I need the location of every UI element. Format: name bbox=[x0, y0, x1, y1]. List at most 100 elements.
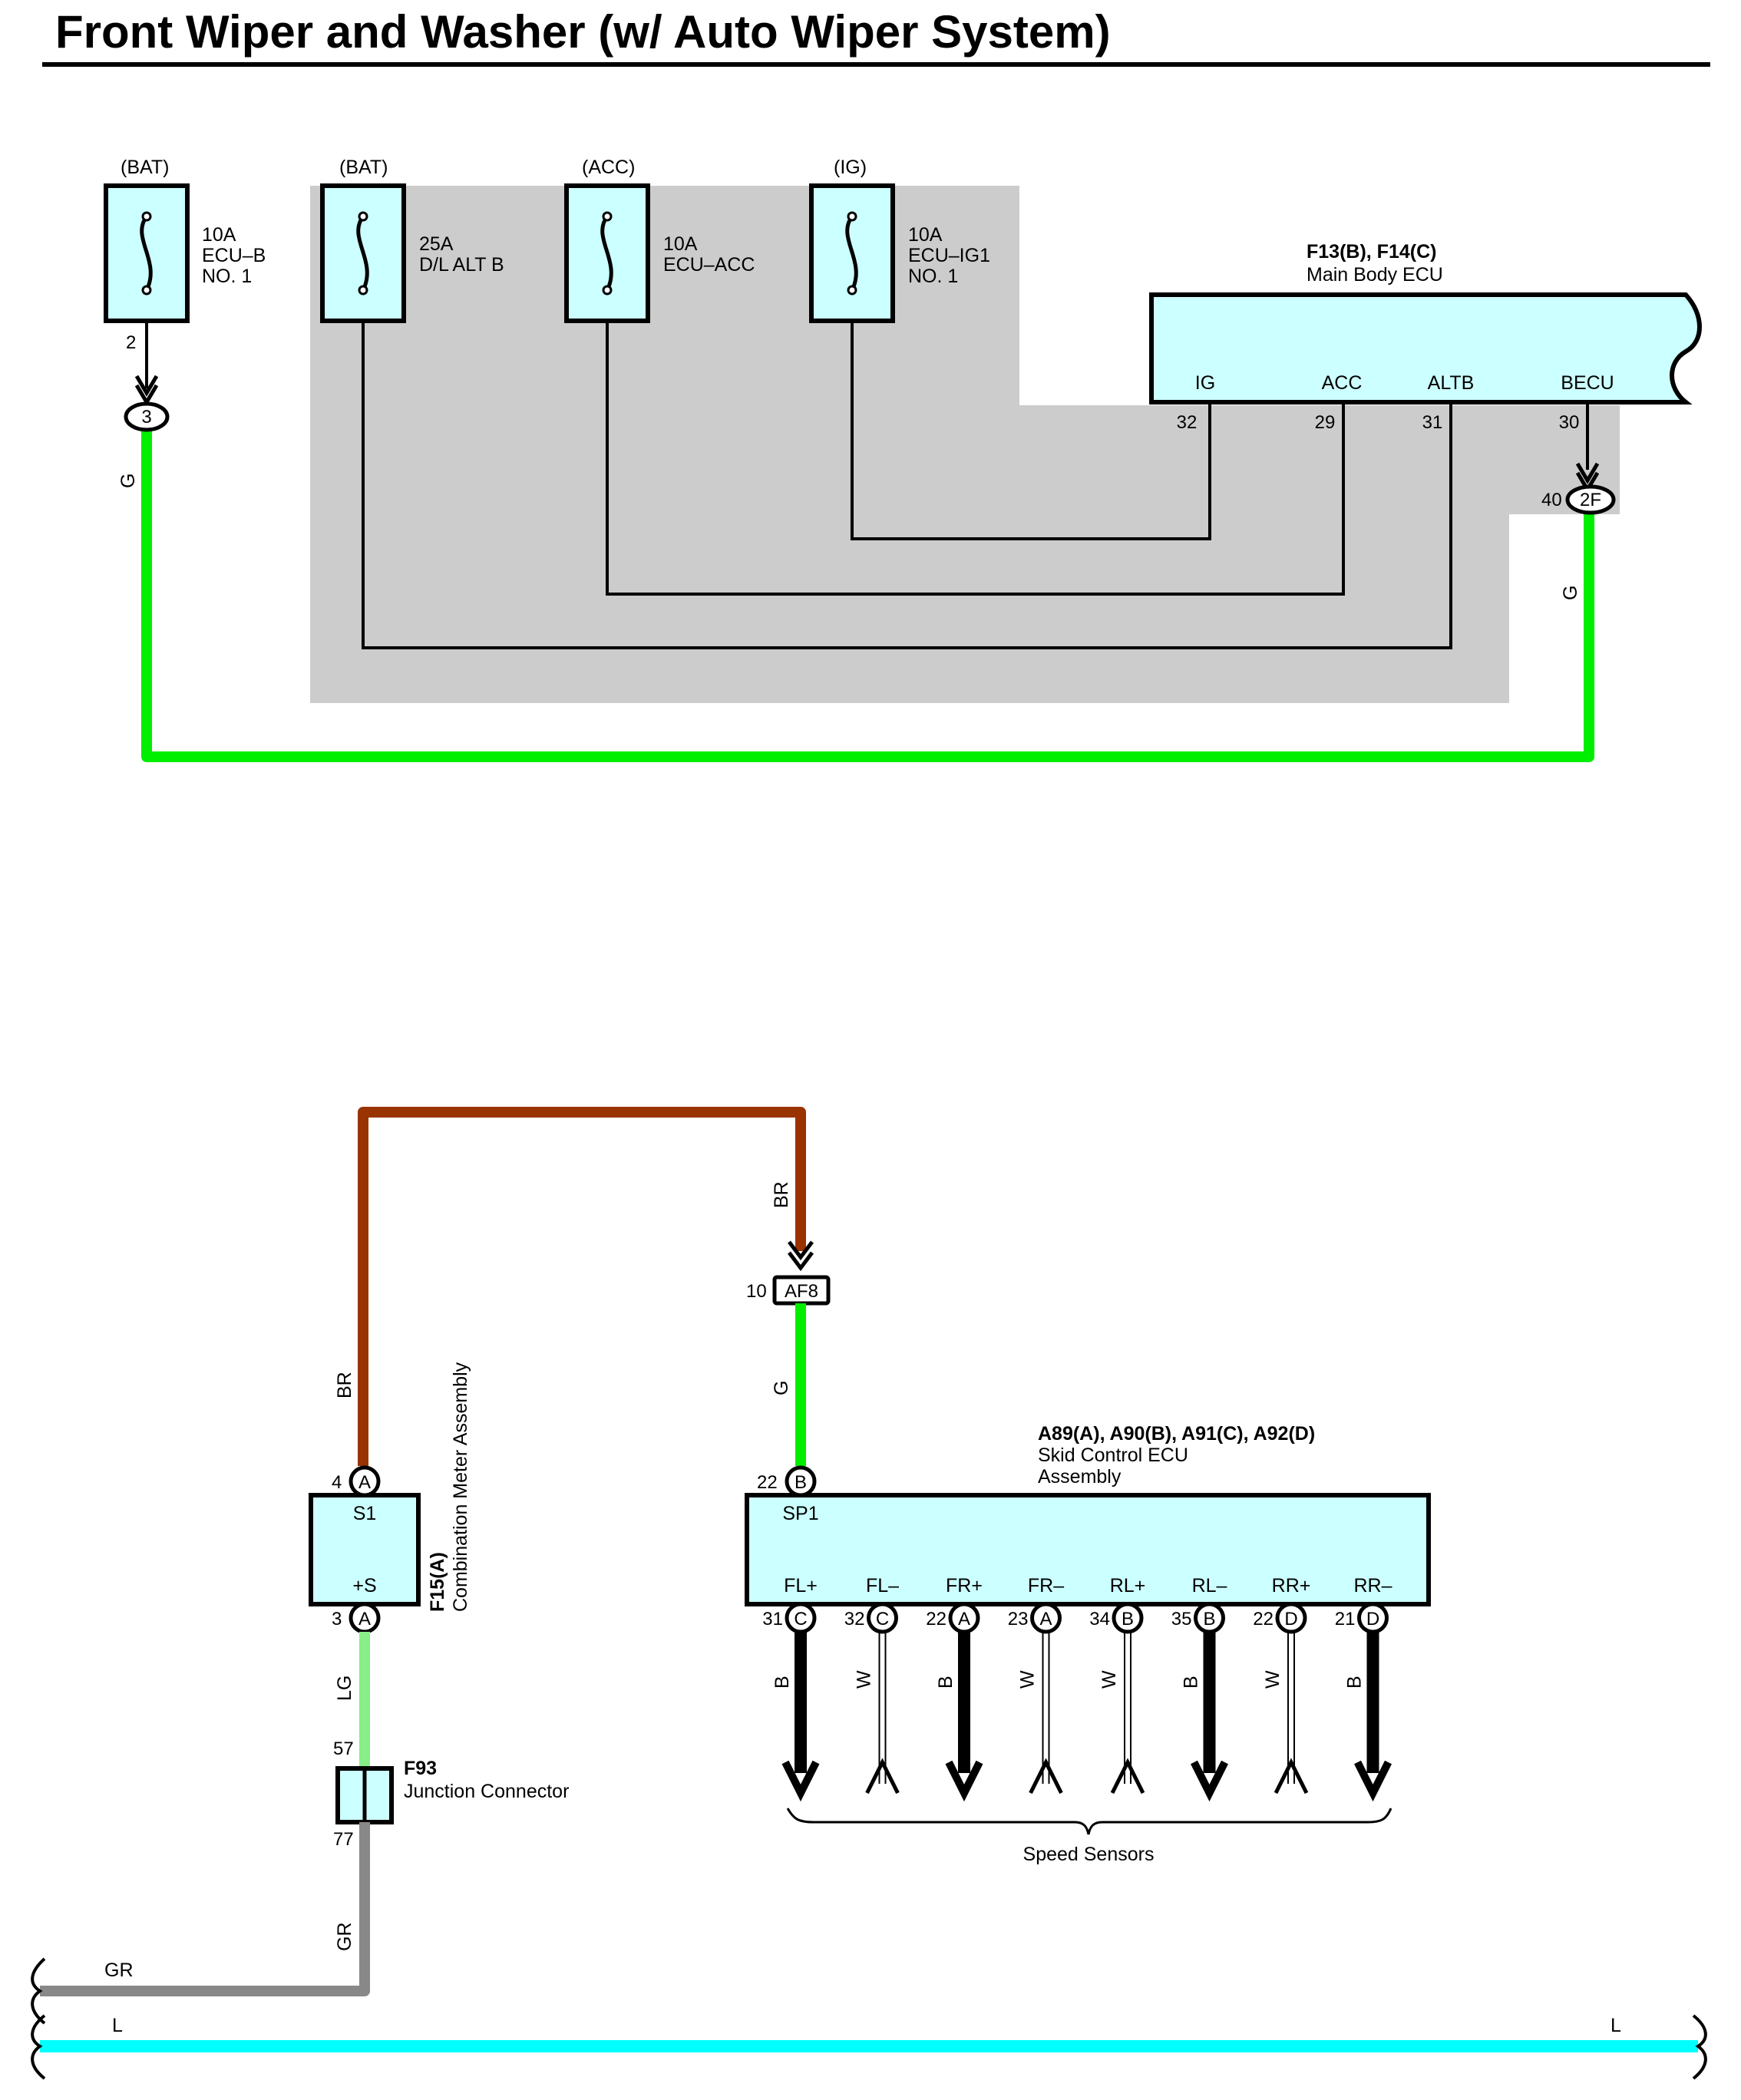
skid-control-ecu: A89(A), A90(B), A91(C), A92(D) Skid Cont… bbox=[745, 1423, 1431, 1606]
fuse-1-name-2: NO. 1 bbox=[202, 266, 252, 287]
connector-af8-arrow-icon bbox=[788, 1240, 814, 1272]
fuse-ecu-acc: (ACC) 10A ECU–ACC bbox=[564, 157, 755, 323]
connector-2f-label: 2F bbox=[1580, 490, 1601, 510]
skid-terminal-rr-minus: RR– bbox=[1353, 1575, 1392, 1596]
skid-conn-letter-rl-minus: B bbox=[1203, 1609, 1215, 1629]
fuse-2-source: (BAT) bbox=[339, 157, 388, 178]
skid-ecu-terminal-sp1: SP1 bbox=[782, 1503, 818, 1524]
skid-conn-rl-plus bbox=[1112, 1602, 1144, 1634]
skid-pin-fr-minus: 23 bbox=[1008, 1609, 1029, 1629]
skid-terminal-rl-minus: RL– bbox=[1192, 1575, 1227, 1596]
fuse-3-rating: 10A bbox=[663, 233, 698, 255]
meter-pin-3-letter: A bbox=[358, 1609, 371, 1629]
skid-terminal-fl-plus: FL+ bbox=[784, 1575, 818, 1596]
connector-2f bbox=[1565, 484, 1616, 515]
fuse-4-rating: 10A bbox=[908, 224, 943, 246]
ecu-terminal-acc: ACC bbox=[1322, 372, 1363, 394]
ecu-pin-31: 31 bbox=[1422, 412, 1443, 433]
fuse-4-name: ECU–IG1 bbox=[908, 245, 990, 266]
meter-code: F15(A) bbox=[427, 1552, 448, 1612]
wire-label-br-left: BR bbox=[334, 1372, 355, 1398]
fuse-3-name: ECU–ACC bbox=[663, 254, 755, 276]
l-break-right-icon bbox=[1692, 2014, 1707, 2080]
skid-sp1-pin: 22 bbox=[757, 1472, 778, 1493]
skid-sp1-connector bbox=[785, 1465, 817, 1497]
main-body-ecu-code: F13(B), F14(C) bbox=[1307, 241, 1436, 262]
gr-break-icon bbox=[31, 1957, 46, 2025]
sensor-arrow-rl-plus-icon bbox=[1110, 1758, 1145, 1795]
connector-af8-pin: 10 bbox=[746, 1281, 767, 1302]
wire-label-g-right: G bbox=[1560, 586, 1581, 600]
meter-terminal-s1: S1 bbox=[353, 1503, 377, 1524]
skid-conn-letter-rl-plus: B bbox=[1122, 1609, 1134, 1629]
skid-terminal-rl-plus: RL+ bbox=[1110, 1575, 1146, 1596]
skid-conn-letter-fr-minus: A bbox=[1039, 1609, 1052, 1629]
meter-name: Combination Meter Assembly bbox=[450, 1362, 471, 1612]
wire-label-br-right: BR bbox=[771, 1181, 792, 1208]
l-break-left-icon bbox=[31, 2014, 46, 2080]
ecu-pin-32: 32 bbox=[1177, 412, 1198, 433]
skid-ecu-code: A89(A), A90(B), A91(C), A92(D) bbox=[1038, 1423, 1315, 1445]
skid-sp1-letter: B bbox=[795, 1472, 807, 1493]
skid-conn-fr-minus bbox=[1030, 1602, 1062, 1634]
skid-pin-fl-plus: 31 bbox=[762, 1609, 783, 1629]
wire-label-fr-minus: W bbox=[1017, 1670, 1039, 1689]
fuse-ecu-ig1-no1: (IG) 10A ECU–IG1 NO. 1 bbox=[809, 157, 990, 323]
wire-gr bbox=[40, 1822, 370, 1996]
skid-terminal-fl-minus: FL– bbox=[866, 1575, 899, 1596]
wire-label-fl-plus: B bbox=[771, 1676, 793, 1689]
meter-pin-4-connector bbox=[349, 1465, 381, 1497]
junction-code: F93 bbox=[404, 1758, 437, 1779]
junction-pin-77: 77 bbox=[333, 1829, 354, 1850]
skid-conn-letter-fl-plus: C bbox=[794, 1609, 807, 1629]
wire-label-g-af8: G bbox=[771, 1381, 792, 1395]
fuse-1-source: (BAT) bbox=[121, 157, 169, 178]
wire-label-rr-minus: B bbox=[1344, 1676, 1366, 1689]
ecu-terminal-ig: IG bbox=[1195, 372, 1215, 394]
fuse-4-name-2: NO. 1 bbox=[908, 266, 958, 287]
wire-acc-to-acc bbox=[606, 321, 1345, 596]
wire-br bbox=[358, 1107, 806, 1466]
skid-ecu-box bbox=[745, 1493, 1431, 1606]
fuse-4-element-icon bbox=[845, 215, 858, 292]
meter-pin-3: 3 bbox=[332, 1609, 342, 1629]
connector-af8-label: AF8 bbox=[785, 1281, 818, 1302]
ecu-terminal-becu: BECU bbox=[1561, 372, 1614, 394]
wire-label-lg: LG bbox=[334, 1676, 355, 1701]
skid-conn-letter-fl-minus: C bbox=[876, 1609, 889, 1629]
wire-label-fl-minus: W bbox=[854, 1670, 875, 1689]
wire-label-rl-plus: W bbox=[1098, 1670, 1120, 1689]
fuse-dl-alt-b: (BAT) 25A D/L ALT B bbox=[320, 157, 504, 323]
main-body-ecu: F13(B), F14(C) Main Body ECU IG ACC ALTB… bbox=[1149, 241, 1702, 433]
skid-conn-letter-rr-plus: D bbox=[1284, 1609, 1297, 1629]
skid-terminal-fr-minus: FR– bbox=[1028, 1575, 1064, 1596]
skid-conn-rr-plus bbox=[1275, 1602, 1307, 1634]
skid-pin-fr-plus: 22 bbox=[926, 1609, 946, 1629]
wire-label-gr-horizontal: GR bbox=[104, 1960, 134, 1981]
wire-g-loop bbox=[141, 427, 1594, 762]
wire-ig1-to-ig bbox=[851, 321, 1211, 540]
fuse-2-rating: 25A bbox=[419, 233, 454, 255]
meter-pin-4: 4 bbox=[332, 1472, 342, 1493]
wire-label-g-left: G bbox=[117, 474, 139, 488]
skid-conn-letter-fr-plus: A bbox=[958, 1609, 970, 1629]
main-body-ecu-box bbox=[1149, 292, 1702, 404]
skid-conn-rl-minus bbox=[1194, 1602, 1225, 1634]
skid-pin-rl-plus: 34 bbox=[1089, 1609, 1110, 1629]
fuse-ecu-b-no1: (BAT) 10A ECU–B NO. 1 2 bbox=[104, 157, 266, 353]
page-title: Front Wiper and Washer (w/ Auto Wiper Sy… bbox=[55, 6, 1111, 58]
skid-ecu-name-2: Assembly bbox=[1038, 1466, 1122, 1488]
sensor-arrow-fr-minus-icon bbox=[1029, 1758, 1063, 1795]
speed-sensors-label: Speed Sensors bbox=[1023, 1844, 1155, 1865]
fuse-1-pin: 2 bbox=[126, 332, 136, 353]
skid-conn-rr-minus bbox=[1357, 1602, 1389, 1634]
speed-sensors-brace bbox=[786, 1808, 1392, 1835]
sensor-arrow-fr-plus-icon bbox=[945, 1760, 983, 1802]
skid-pin-rr-minus: 21 bbox=[1335, 1609, 1356, 1629]
wire-altb-to-altb bbox=[362, 321, 1452, 649]
fuse-2-name: D/L ALT B bbox=[419, 254, 504, 276]
junction-name: Junction Connector bbox=[404, 1781, 569, 1802]
sensor-arrow-fl-plus-icon bbox=[781, 1760, 820, 1802]
fuse-2-element-icon bbox=[356, 215, 369, 292]
